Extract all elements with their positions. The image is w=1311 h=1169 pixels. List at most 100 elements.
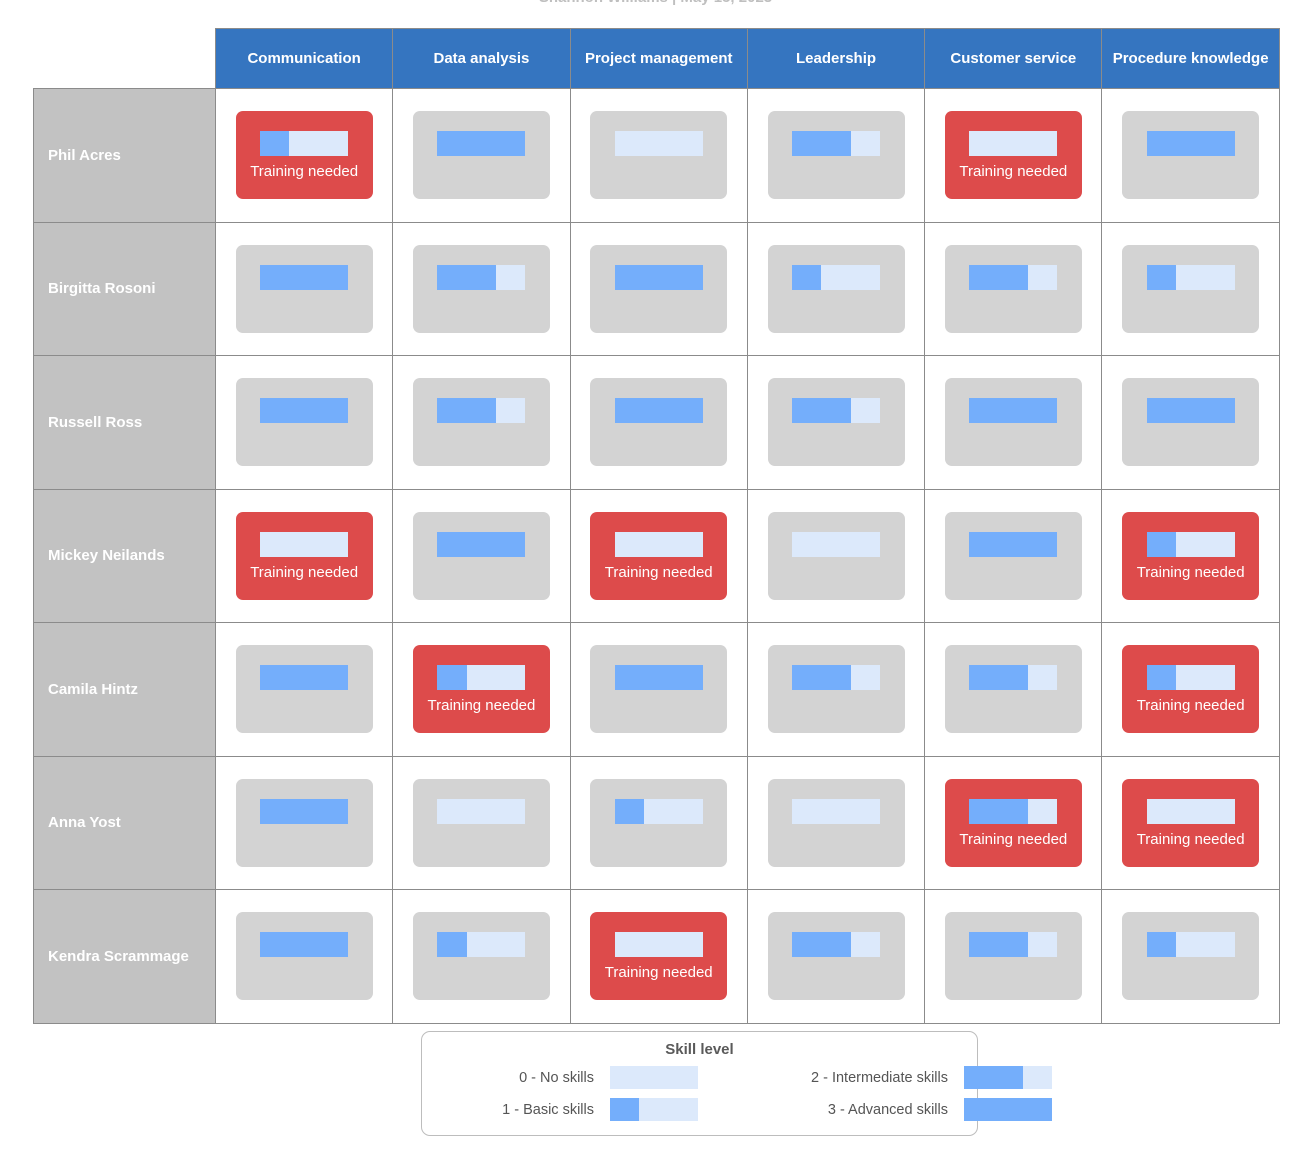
- matrix-cell[interactable]: [1101, 889, 1280, 1024]
- skill-chip[interactable]: [412, 912, 550, 1001]
- row-header-person[interactable]: Camila Hintz: [33, 622, 216, 757]
- skill-chip[interactable]: [590, 378, 728, 467]
- skill-chip[interactable]: [767, 778, 905, 867]
- matrix-cell[interactable]: [746, 889, 926, 1024]
- matrix-cell[interactable]: [569, 221, 748, 356]
- skill-chip[interactable]: [412, 511, 550, 600]
- row-header-person[interactable]: Mickey Neilands: [33, 488, 216, 623]
- skill-chip-alert[interactable]: Training needed: [1122, 778, 1260, 867]
- skill-chip[interactable]: [590, 778, 728, 867]
- skill-chip[interactable]: [1122, 111, 1260, 200]
- skill-chip[interactable]: [1122, 912, 1260, 1001]
- skill-chip[interactable]: [767, 111, 905, 200]
- matrix-cell[interactable]: Training needed: [214, 488, 394, 623]
- matrix-cell[interactable]: Training needed: [1101, 755, 1280, 890]
- matrix-cell[interactable]: [746, 221, 926, 356]
- matrix-cell[interactable]: [569, 355, 748, 490]
- skill-chip[interactable]: [412, 378, 550, 467]
- skill-chip[interactable]: [944, 912, 1082, 1001]
- table-row: Kendra Scrammage Training needed: [33, 889, 1280, 1024]
- matrix-cell[interactable]: [924, 221, 1103, 356]
- column-header-6[interactable]: Procedure knowledge: [1101, 28, 1280, 89]
- matrix-cell[interactable]: [392, 88, 571, 223]
- skill-chip-alert[interactable]: Training needed: [590, 511, 728, 600]
- row-header-person[interactable]: Birgitta Rosoni: [33, 221, 216, 356]
- matrix-cell[interactable]: [924, 889, 1103, 1024]
- matrix-cell[interactable]: Training needed: [214, 88, 394, 223]
- matrix-cell[interactable]: Training needed: [569, 488, 748, 623]
- matrix-cell[interactable]: [569, 755, 748, 890]
- row-header-person[interactable]: Kendra Scrammage: [33, 889, 216, 1024]
- skill-chip-alert[interactable]: Training needed: [235, 111, 373, 200]
- matrix-cell[interactable]: Training needed: [569, 889, 748, 1024]
- matrix-cell[interactable]: [746, 488, 926, 623]
- matrix-cell[interactable]: [746, 88, 926, 223]
- column-header-2[interactable]: Data analysis: [392, 28, 571, 89]
- matrix-cell[interactable]: [214, 755, 394, 890]
- skill-chip[interactable]: [767, 511, 905, 600]
- matrix-cell[interactable]: [746, 355, 926, 490]
- column-header-5[interactable]: Customer service: [924, 28, 1103, 89]
- skill-chip[interactable]: [412, 244, 550, 333]
- skill-chip-alert[interactable]: Training needed: [590, 912, 728, 1001]
- skill-chip-alert[interactable]: Training needed: [1122, 511, 1260, 600]
- skill-bar: [614, 131, 703, 157]
- matrix-cell[interactable]: [924, 488, 1103, 623]
- matrix-cell[interactable]: [392, 488, 571, 623]
- skill-chip-alert[interactable]: Training needed: [944, 778, 1082, 867]
- matrix-cell[interactable]: [924, 622, 1103, 757]
- skill-chip[interactable]: [1122, 244, 1260, 333]
- row-header-person[interactable]: Anna Yost: [33, 755, 216, 890]
- matrix-cell[interactable]: Training needed: [392, 622, 571, 757]
- matrix-cell[interactable]: Training needed: [1101, 488, 1280, 623]
- skill-chip[interactable]: [412, 111, 550, 200]
- matrix-cell[interactable]: [392, 355, 571, 490]
- skill-chip[interactable]: [767, 645, 905, 734]
- skill-chip[interactable]: [767, 244, 905, 333]
- skill-chip[interactable]: [944, 645, 1082, 734]
- matrix-cell[interactable]: [392, 221, 571, 356]
- skill-chip[interactable]: [235, 378, 373, 467]
- skill-chip[interactable]: [767, 912, 905, 1001]
- matrix-cell[interactable]: [746, 755, 926, 890]
- skill-chip[interactable]: [590, 111, 728, 200]
- matrix-cell[interactable]: [1101, 88, 1280, 223]
- matrix-cell[interactable]: [924, 355, 1103, 490]
- skill-chip-alert[interactable]: Training needed: [944, 111, 1082, 200]
- skill-chip-alert[interactable]: Training needed: [412, 645, 550, 734]
- skill-chip[interactable]: [944, 244, 1082, 333]
- skill-chip-alert[interactable]: Training needed: [235, 511, 373, 600]
- matrix-cell[interactable]: [214, 889, 394, 1024]
- skill-chip[interactable]: [944, 511, 1082, 600]
- skill-chip[interactable]: [1122, 378, 1260, 467]
- matrix-cell[interactable]: [214, 622, 394, 757]
- matrix-cell[interactable]: [569, 622, 748, 757]
- row-header-person[interactable]: Russell Ross: [33, 355, 216, 490]
- matrix-cell[interactable]: [214, 355, 394, 490]
- matrix-cell[interactable]: [569, 88, 748, 223]
- matrix-cell[interactable]: Training needed: [924, 88, 1103, 223]
- matrix-cell[interactable]: [392, 889, 571, 1024]
- row-header-person[interactable]: Phil Acres: [33, 88, 216, 223]
- matrix-cell[interactable]: [392, 755, 571, 890]
- matrix-cell[interactable]: [1101, 221, 1280, 356]
- matrix-cell[interactable]: [214, 221, 394, 356]
- matrix-cell[interactable]: Training needed: [1101, 622, 1280, 757]
- column-header-1[interactable]: Communication: [214, 28, 394, 89]
- skill-chip[interactable]: [944, 378, 1082, 467]
- skill-chip[interactable]: [235, 645, 373, 734]
- matrix-cell[interactable]: Training needed: [924, 755, 1103, 890]
- column-header-3[interactable]: Project management: [569, 28, 748, 89]
- skill-chip[interactable]: [590, 645, 728, 734]
- skill-chip[interactable]: [767, 378, 905, 467]
- column-header-4[interactable]: Leadership: [746, 28, 926, 89]
- skill-chip[interactable]: [235, 778, 373, 867]
- skill-chip[interactable]: [590, 244, 728, 333]
- skill-chip[interactable]: [235, 244, 373, 333]
- training-needed-label: Training needed: [1136, 563, 1245, 581]
- matrix-cell[interactable]: [1101, 355, 1280, 490]
- skill-chip-alert[interactable]: Training needed: [1122, 645, 1260, 734]
- matrix-cell[interactable]: [746, 622, 926, 757]
- skill-chip[interactable]: [235, 912, 373, 1001]
- skill-chip[interactable]: [412, 778, 550, 867]
